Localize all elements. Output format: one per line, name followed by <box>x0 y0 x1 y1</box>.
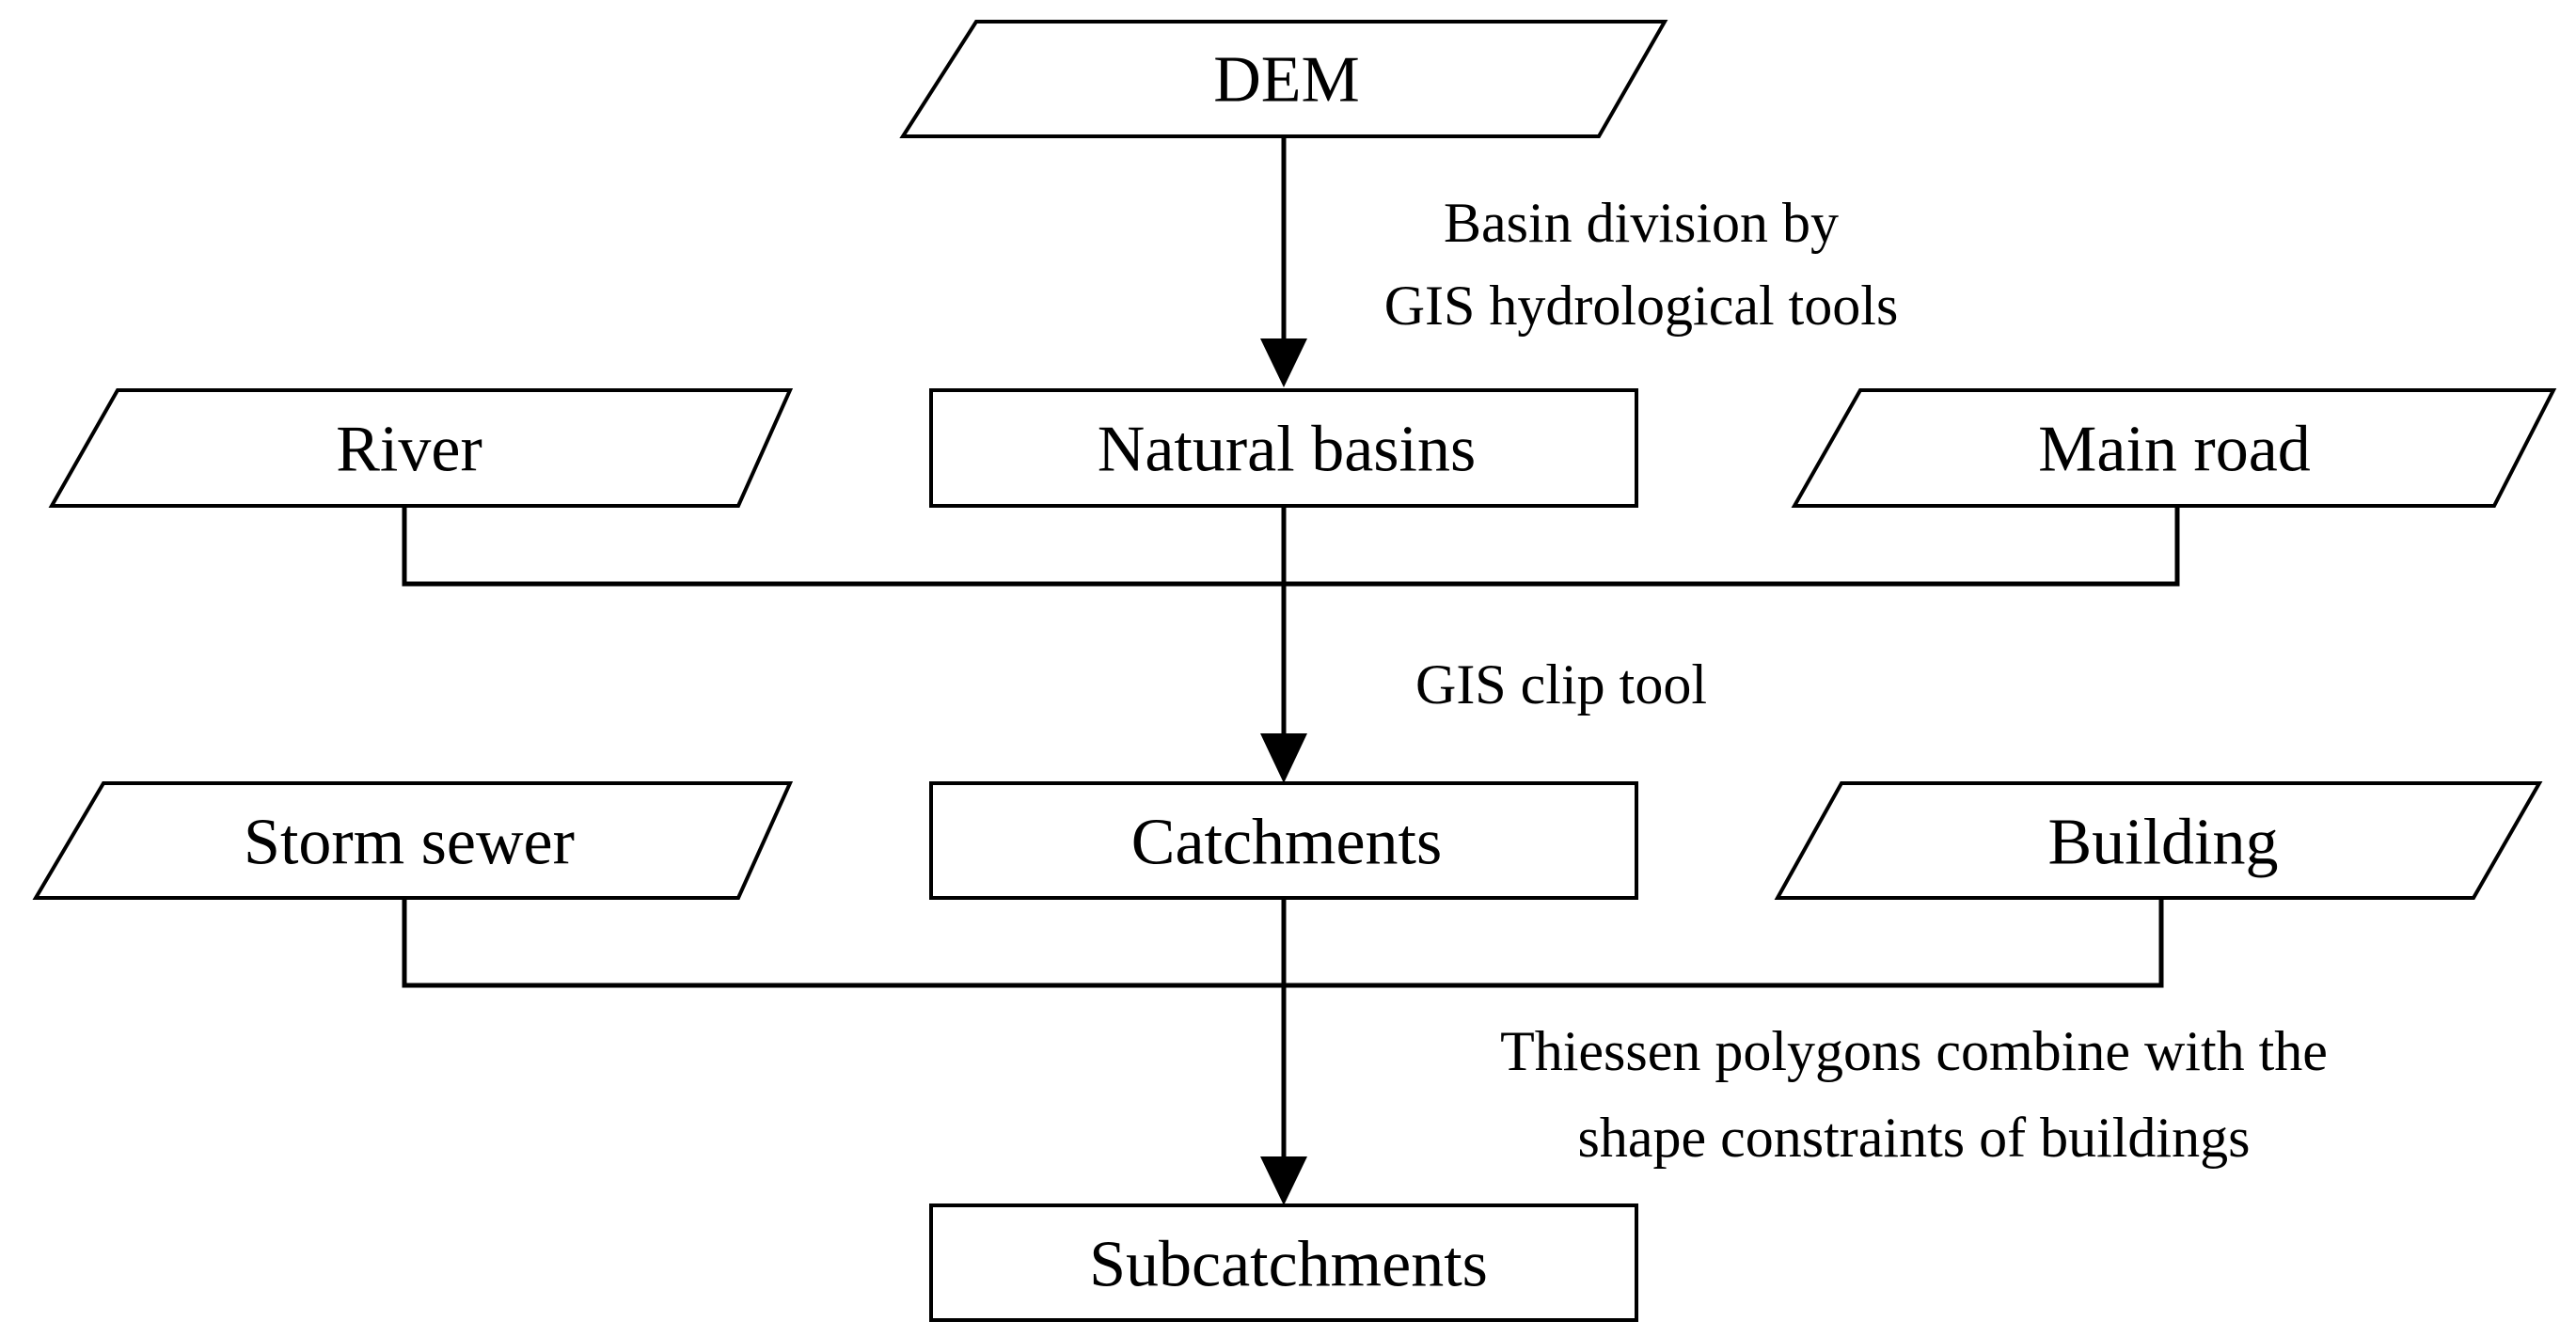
edge-label-clip-tool: GIS clip tool <box>1415 653 1707 716</box>
catchments-label: Catchments <box>1131 807 1442 879</box>
river-node <box>48 388 794 508</box>
edge-label-thiessen-line1: Thiessen polygons combine with the <box>1500 1020 2328 1082</box>
subcatchments-label: Subcatchments <box>1089 1229 1488 1301</box>
edge-label-basin-division-line1: Basin division by <box>1444 192 1839 254</box>
river-label: River <box>336 414 482 486</box>
storm-sewer-label: Storm sewer <box>244 807 575 879</box>
arrowhead-natural-basins <box>1260 338 1307 387</box>
building-label: Building <box>2047 807 2278 879</box>
main-road-node <box>1791 388 2557 508</box>
main-road-label: Main road <box>2038 414 2311 486</box>
arrowhead-subcatchments <box>1260 1156 1307 1205</box>
storm-sewer-node <box>32 781 794 900</box>
edge-label-thiessen-line2: shape constraints of buildings <box>1578 1107 2251 1169</box>
catchments-node <box>929 781 1638 900</box>
subcatchments-node <box>929 1203 1638 1322</box>
natural-basins-label: Natural basins <box>1098 414 1476 486</box>
dem-label: DEM <box>1213 44 1360 117</box>
natural-basins-node <box>929 388 1638 508</box>
merge-line-river-main-road <box>402 506 2180 587</box>
building-node <box>1774 781 2543 900</box>
edge-label-basin-division-line2: GIS hydrological tools <box>1384 275 1899 337</box>
dem-node <box>899 20 1668 138</box>
arrowhead-catchments <box>1260 733 1307 783</box>
